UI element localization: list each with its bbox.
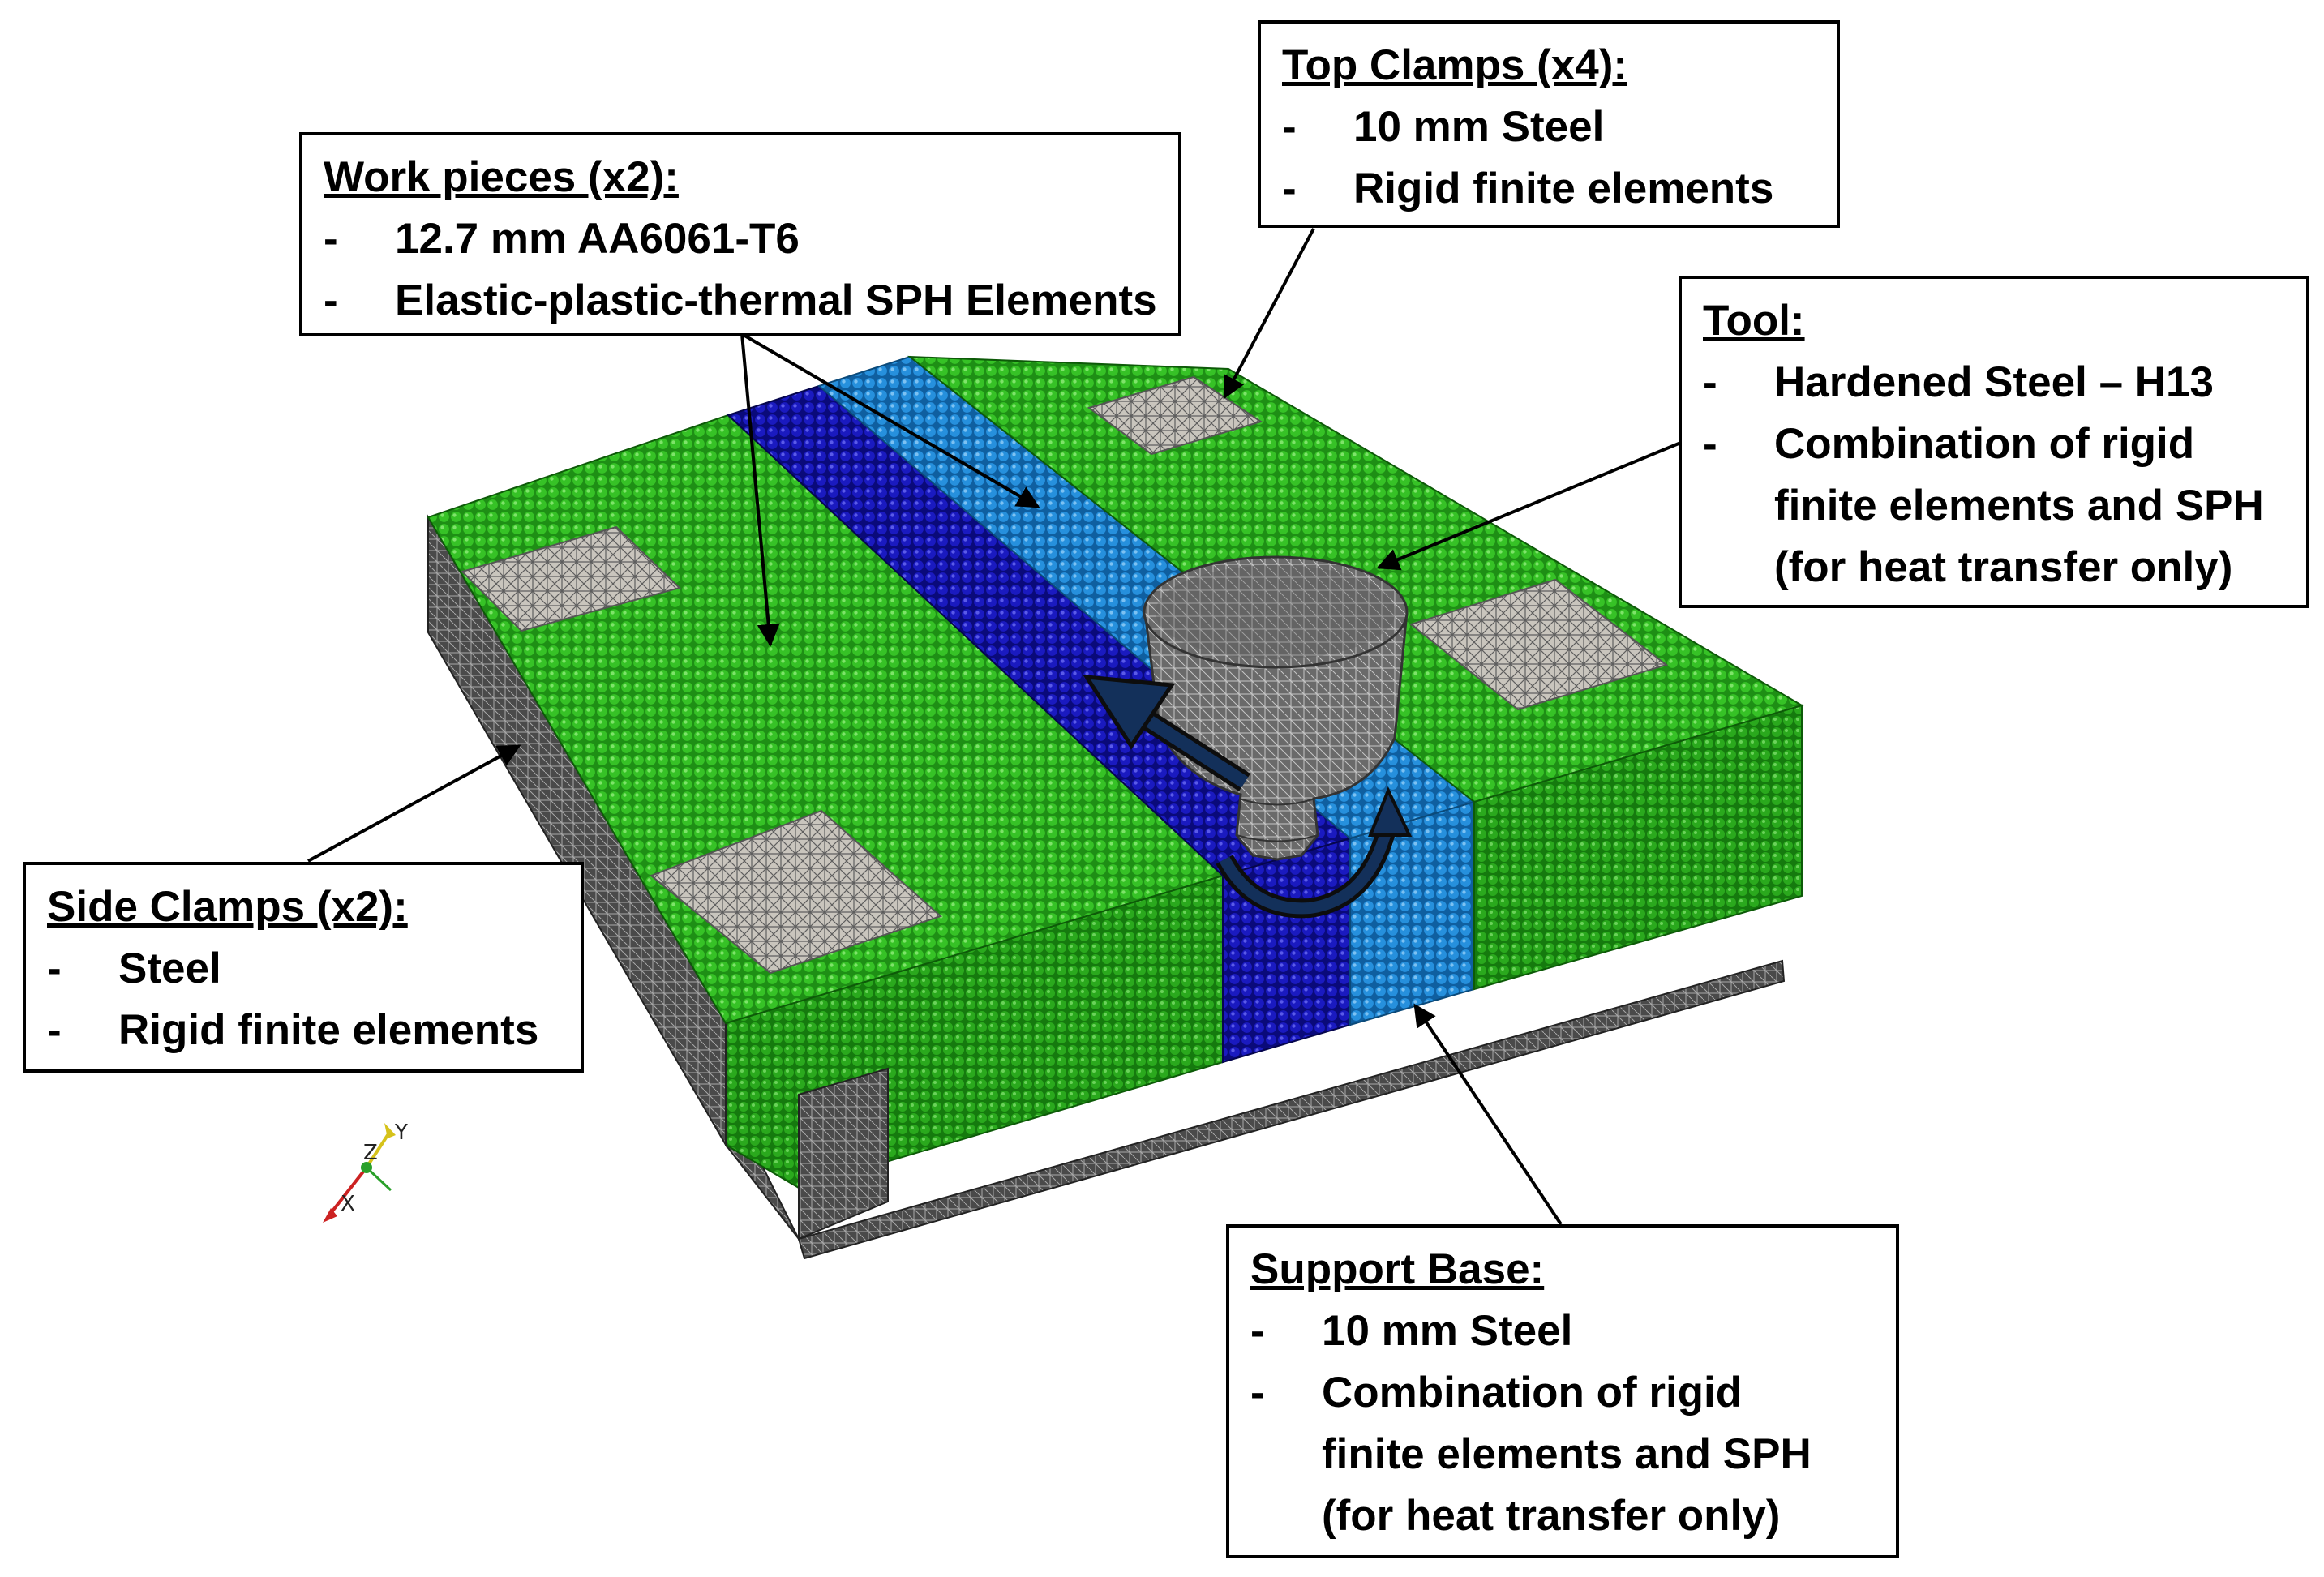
callout-support-base-item: - Combination of rigid finite elements an…: [1250, 1362, 1876, 1547]
traverse-direction-arrow: [1083, 675, 1251, 791]
support-base-front-face: [797, 959, 1786, 1260]
callout-tool-item: - Hardened Steel – H13: [1703, 352, 2287, 414]
bullet-dash: -: [1703, 358, 1717, 406]
bullet-dash: -: [47, 1006, 62, 1054]
top-clamp-back-right: [1087, 375, 1263, 456]
callout-top-clamps-item-text: Rigid finite elements: [1353, 165, 1774, 212]
bullet-dash: -: [324, 276, 338, 324]
callout-support-base-item-text: Combination of rigid finite elements and…: [1322, 1369, 1812, 1540]
axis-y-label: Y: [394, 1121, 408, 1145]
callout-work-pieces-item: - Elastic-plastic-thermal SPH Elements: [324, 270, 1159, 332]
callout-top-clamps-item-text: 10 mm Steel: [1353, 103, 1605, 151]
callout-work-pieces-item-text: Elastic-plastic-thermal SPH Elements: [395, 276, 1157, 324]
callout-top-clamps-item: - 10 mm Steel: [1282, 96, 1817, 158]
callout-support-base-title: Support Base:: [1250, 1245, 1545, 1293]
bullet-dash: -: [1250, 1369, 1265, 1416]
callout-work-pieces: Work pieces (x2): - 12.7 mm AA6061-T6 - El…: [299, 132, 1181, 336]
leader-work-pieces-right: [740, 332, 1040, 508]
callout-side-clamps-item-text: Rigid finite elements: [118, 1006, 539, 1054]
top-clamp-front-right: [1409, 578, 1669, 711]
leader-tool: [1376, 440, 1683, 571]
bullet-dash: -: [1250, 1307, 1265, 1355]
bullet-dash: -: [1282, 165, 1297, 212]
callout-top-clamps: Top Clamps (x4): - 10 mm Steel - Rigid fin…: [1258, 20, 1840, 228]
callout-top-clamps-title: Top Clamps (x4):: [1282, 41, 1627, 89]
callout-tool: Tool: - Hardened Steel – H13 - Combination…: [1679, 276, 2309, 608]
rotation-arrow: [1216, 786, 1413, 919]
callout-support-base-item-text: 10 mm Steel: [1322, 1307, 1573, 1355]
top-clamp-front-left: [650, 809, 942, 975]
leader-work-pieces-left: [740, 333, 780, 647]
callout-side-clamps: Side Clamps (x2): - Steel - Rigid finite e…: [23, 862, 584, 1073]
callout-side-clamps-item: - Rigid finite elements: [47, 1000, 561, 1061]
callout-side-clamps-item: - Steel: [47, 938, 561, 1000]
fsw-tool: [1143, 555, 1409, 861]
leader-side-clamps: [307, 744, 521, 863]
side-clamp-front: [798, 1067, 889, 1241]
bullet-dash: -: [1703, 420, 1717, 468]
top-clamp-back-left: [461, 525, 681, 632]
callout-tool-item-text: Hardened Steel – H13: [1774, 358, 2215, 406]
callout-work-pieces-item: - 12.7 mm AA6061-T6: [324, 208, 1159, 270]
bullet-dash: -: [1282, 103, 1297, 151]
callout-work-pieces-title: Work pieces (x2):: [324, 153, 679, 201]
callout-support-base-item: - 10 mm Steel: [1250, 1301, 1876, 1362]
callout-work-pieces-item-text: 12.7 mm AA6061-T6: [395, 215, 800, 263]
axis-x-label: X: [341, 1192, 355, 1216]
callout-tool-item-text: Combination of rigid finite elements and…: [1774, 420, 2264, 591]
bullet-dash: -: [47, 945, 62, 992]
bullet-dash: -: [324, 215, 338, 263]
callout-tool-title: Tool:: [1703, 297, 1805, 345]
callout-side-clamps-item-text: Steel: [118, 945, 221, 992]
callout-side-clamps-title: Side Clamps (x2):: [47, 883, 408, 931]
callout-tool-item: - Combination of rigid finite elements an…: [1703, 414, 2287, 598]
callout-support-base: Support Base: - 10 mm Steel - Combination …: [1226, 1224, 1899, 1558]
axis-triad: Y Z X: [323, 1121, 408, 1223]
callout-top-clamps-item: - Rigid finite elements: [1282, 158, 1817, 220]
leader-top-clamps: [1223, 228, 1315, 400]
axis-z-label: Z: [363, 1141, 378, 1165]
leader-support-base: [1413, 1003, 1563, 1226]
